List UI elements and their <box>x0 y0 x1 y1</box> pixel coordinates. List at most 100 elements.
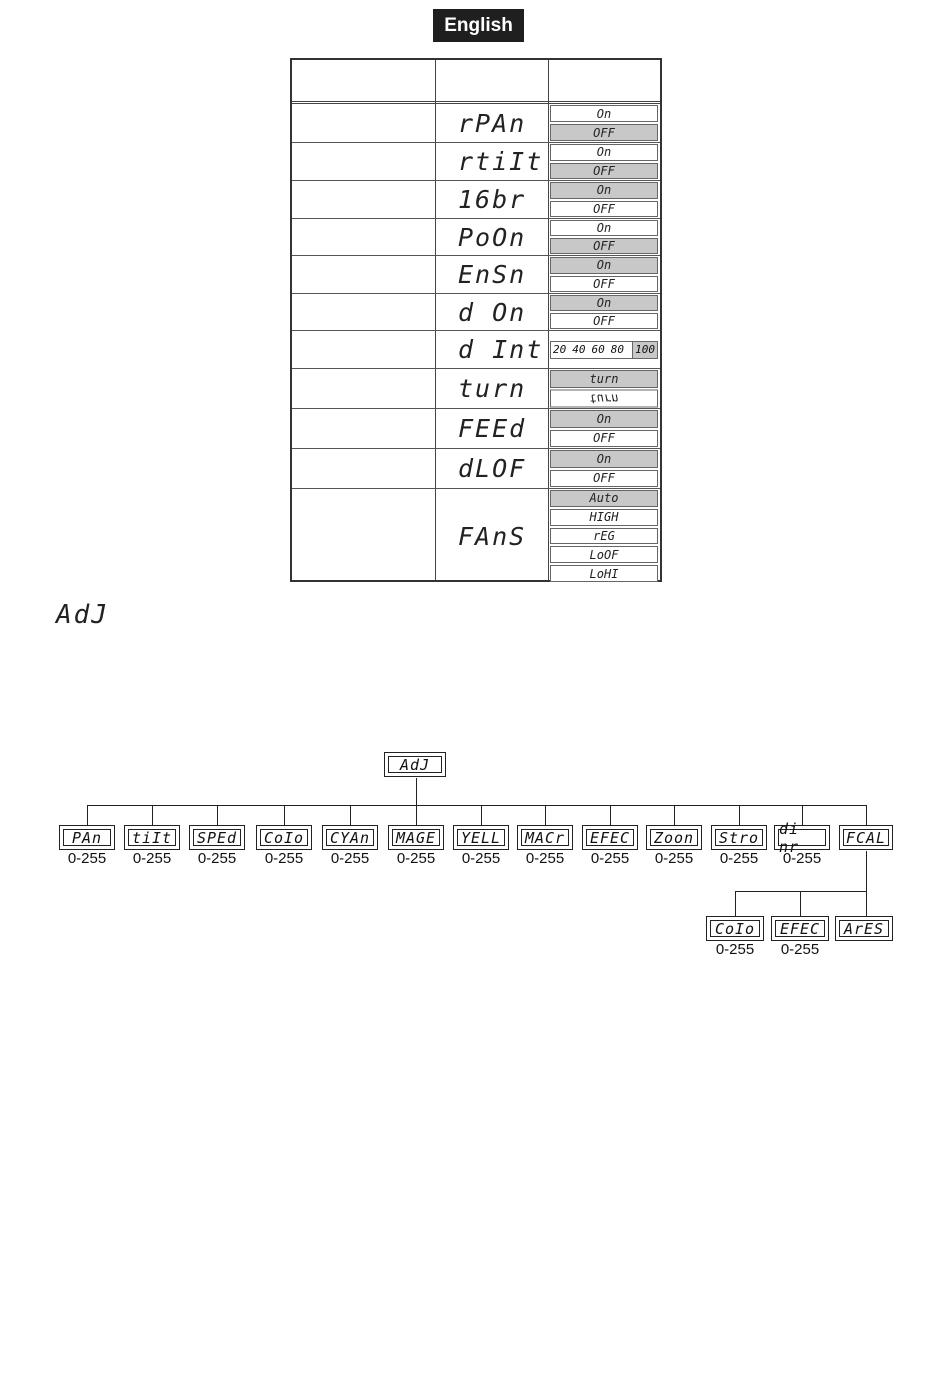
connector-line <box>87 805 867 806</box>
intensity-value-selected: 100 <box>632 341 657 358</box>
adj-heading: AdJ <box>56 600 109 630</box>
menu-option: On <box>550 105 658 122</box>
menu-display-code: turn <box>458 374 527 403</box>
value-range: 0-255 <box>197 850 237 867</box>
connector-line <box>800 891 801 916</box>
tree-node-10: Stro <box>711 825 767 850</box>
menu-display-code: rtiIt <box>458 147 544 176</box>
connector-line <box>152 805 153 825</box>
tree-node-5: MAGE <box>388 825 444 850</box>
connector-line <box>284 805 285 825</box>
value-range: 0-255 <box>67 850 107 867</box>
connector-line <box>866 805 867 825</box>
menu-display-code: rPAn <box>458 108 527 138</box>
node-label: EFEC <box>586 829 634 847</box>
language-badge: English <box>433 9 524 42</box>
value-range: 0-255 <box>715 941 755 958</box>
menu-option: OFF <box>550 275 658 292</box>
tree-node-12: FCAL <box>839 825 893 850</box>
value-range: 0-255 <box>264 850 304 867</box>
connector-line <box>350 805 351 825</box>
connector-line <box>217 805 218 825</box>
menu-option-selected: On <box>550 182 658 199</box>
menu-display-code: PoOn <box>458 222 527 252</box>
table-header-row <box>292 60 660 104</box>
node-label: MACr <box>521 829 569 847</box>
tree-node-7: MACr <box>517 825 573 850</box>
menu-option: HIGH <box>550 508 658 526</box>
tree-node-1: tiIt <box>124 825 180 850</box>
menu-option-selected: On <box>550 257 658 274</box>
menu-option-selected: On <box>550 450 658 468</box>
connector-line <box>866 851 867 917</box>
menu-option-selected: On <box>550 410 658 428</box>
intensity-value: 40 <box>572 343 586 356</box>
tree-node-11: di nr <box>774 820 830 856</box>
connector-line <box>481 805 482 825</box>
intensity-value: 20 <box>553 343 567 356</box>
node-label: di nr <box>778 820 826 856</box>
value-range: 0-255 <box>132 850 172 867</box>
node-label: Stro <box>715 829 763 847</box>
connector-line <box>87 805 88 825</box>
menu-option: OFF <box>550 200 658 217</box>
connector-line <box>735 891 867 892</box>
node-label: MAGE <box>392 829 440 847</box>
node-label: YELL <box>457 829 505 847</box>
menu-option-selected: turn <box>550 370 658 388</box>
node-label: CoIo <box>260 829 308 847</box>
connector-line <box>739 805 740 825</box>
menu-display-code: FEEd <box>458 414 527 443</box>
value-range: 0-255 <box>782 850 822 867</box>
value-range: 0-255 <box>330 850 370 867</box>
value-range: 0-255 <box>719 850 759 867</box>
menu-option: OFF <box>550 469 658 487</box>
tree-node-4: CYAn <box>322 825 378 850</box>
node-label: SPEd <box>193 829 241 847</box>
node-label: ArES <box>839 920 889 938</box>
value-range: 0-255 <box>780 941 820 958</box>
node-label: Zoon <box>650 829 698 847</box>
tree-node-6: YELL <box>453 825 509 850</box>
menu-display-code: dLOF <box>458 454 527 483</box>
menu-option-selected: On <box>550 295 658 311</box>
node-label: FCAL <box>843 829 889 847</box>
value-range: 0-255 <box>396 850 436 867</box>
tree-node-3: CoIo <box>256 825 312 850</box>
tree-subnode-1: EFEC <box>771 916 829 941</box>
value-range: 0-255 <box>654 850 694 867</box>
connector-line <box>735 891 736 916</box>
node-label: tiIt <box>128 829 176 847</box>
value-range: 0-255 <box>590 850 630 867</box>
column-divider <box>435 60 436 580</box>
node-label: EFEC <box>775 920 825 938</box>
menu-option: On <box>550 144 658 161</box>
menu-option: LoOF <box>550 546 658 564</box>
value-range: 0-255 <box>461 850 501 867</box>
menu-display-code: d Int <box>458 335 544 364</box>
menu-display-code: d On <box>458 297 527 327</box>
menu-option: LoHI <box>550 565 658 582</box>
intensity-value: 80 <box>610 343 624 356</box>
tree-root-node: AdJ <box>384 752 446 777</box>
connector-line <box>802 805 803 825</box>
